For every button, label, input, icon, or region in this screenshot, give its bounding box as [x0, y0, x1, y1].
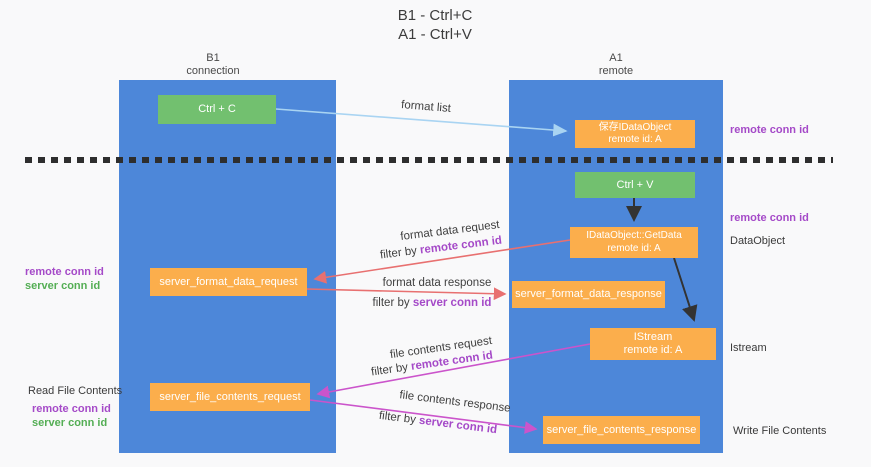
istream-line2: remote id: A — [623, 344, 683, 356]
node-server-file-contents-request: server_file_contents_request — [150, 383, 310, 411]
ctrl-c-label: Ctrl + C — [198, 103, 236, 115]
label-write-file-contents: Write File Contents — [733, 425, 827, 437]
left-column-subtitle: connection — [186, 65, 240, 77]
filter-by-text: filter by — [372, 297, 413, 309]
left-server-conn-id-1: server conn id — [25, 280, 101, 292]
edge-label-filter-server-1: filter by server conn id — [373, 297, 492, 309]
edge-label-filter-server-2: filter by server conn id — [378, 410, 497, 436]
node-server-file-contents-response: server_file_contents_response — [543, 416, 700, 444]
right-column-header: A1 remote — [561, 52, 671, 78]
edge-label-filter-remote-1: filter by remote conn id — [379, 235, 502, 262]
ctrl-v-label: Ctrl + V — [616, 178, 654, 191]
arrow-format-data-response — [306, 287, 507, 301]
node-idataobject-getdata: IDataObject::GetData remote id: A — [570, 227, 698, 258]
server-file-contents-request-label: server_file_contents_request — [159, 390, 301, 403]
right-column-subtitle: remote — [598, 65, 634, 77]
filter-by-text: filter by — [379, 244, 421, 262]
left-remote-conn-id-2: remote conn id — [32, 403, 111, 415]
save-dataobject-line2: remote id: A — [608, 134, 662, 145]
edge-label-format-list: format list — [400, 99, 452, 115]
dashed-separator-line — [25, 157, 833, 163]
node-ctrl-v: Ctrl + V — [575, 172, 695, 198]
filter-by-text: filter by — [370, 360, 412, 379]
server-file-contents-response-label: server_file_contents_response — [546, 423, 697, 436]
label-remote-conn-id-mid: remote conn id — [730, 212, 809, 224]
left-column-name: B1 — [206, 52, 220, 64]
title-line-a1: A1 - Ctrl+V — [398, 26, 472, 43]
right-column-name: A1 — [609, 52, 623, 64]
server-format-data-request-label: server_format_data_request — [159, 275, 298, 288]
node-istream: IStream remote id: A — [590, 328, 716, 360]
getdata-line2: remote id: A — [607, 242, 661, 254]
node-server-format-data-request: server_format_data_request — [150, 268, 307, 296]
edge-label-file-contents-response: file contents response — [398, 389, 512, 415]
label-left-conn-ids-2: remote conn id server conn id — [32, 402, 111, 430]
save-dataobject-line1: 保存IDataObject — [598, 121, 672, 133]
server-conn-id-text: server conn id — [412, 297, 492, 309]
server-format-data-response-label: server_format_data_response — [515, 288, 662, 300]
label-left-conn-ids-1: remote conn id server conn id — [25, 265, 104, 293]
left-server-conn-id-2: server conn id — [32, 417, 108, 429]
edge-label-format-data-response: format data response — [382, 277, 492, 289]
filter-by-text: filter by — [378, 409, 420, 427]
left-column-header: B1 connection — [158, 52, 268, 78]
node-save-dataobject: 保存IDataObject remote id: A — [575, 120, 695, 148]
left-remote-conn-id-1: remote conn id — [25, 266, 104, 278]
label-remote-conn-id-top: remote conn id — [730, 124, 809, 136]
diagram-title: B1 - Ctrl+C A1 - Ctrl+V — [330, 6, 540, 44]
server-conn-id-text: server conn id — [418, 414, 498, 437]
node-ctrl-c: Ctrl + C — [158, 95, 276, 124]
node-server-format-data-response: server_format_data_response — [512, 281, 665, 308]
label-dataobject: DataObject — [730, 235, 786, 247]
getdata-line1: IDataObject::GetData — [586, 230, 682, 241]
istream-line1: IStream — [633, 331, 673, 343]
label-read-file-contents: Read File Contents — [28, 385, 123, 397]
title-line-b1: B1 - Ctrl+C — [397, 7, 473, 24]
label-istream: Istream — [730, 342, 767, 354]
